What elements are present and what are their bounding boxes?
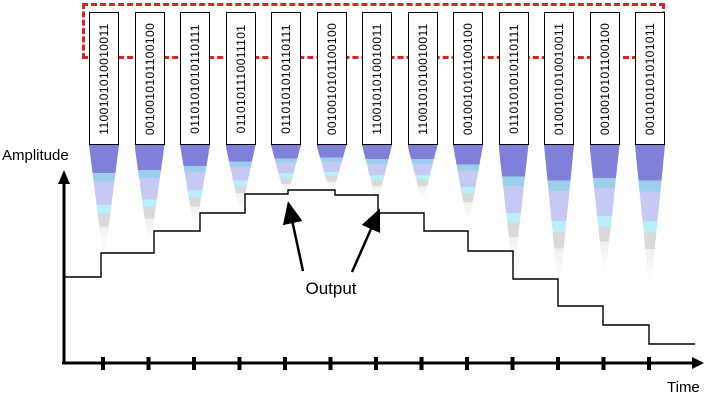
binary-code-text: 1100101010010011 xyxy=(370,22,384,135)
binary-code-box: 0010010101100100 xyxy=(134,12,165,145)
binary-code-box: 0010010101100100 xyxy=(453,12,483,145)
binary-code-text: 0110101010110111 xyxy=(506,23,521,134)
binary-code-box: 0110101010110111 xyxy=(271,12,301,145)
binary-code-text: 0010101010101011 xyxy=(643,22,657,135)
binary-code-text: 1100101010010011 xyxy=(97,22,111,135)
time-axis-ticks xyxy=(101,357,651,370)
binary-code-text: 0110101010110111 xyxy=(279,23,293,134)
binary-code-box: 0110101110011101 xyxy=(225,12,256,145)
binary-code-text: 0010010101100100 xyxy=(142,22,157,135)
amplitude-axis-label: Amplitude xyxy=(2,147,69,164)
binary-code-box: 1100101010010011 xyxy=(89,12,119,145)
binary-code-box: 0110101010110111 xyxy=(498,12,529,145)
binary-code-text: 0100101010010011 xyxy=(552,22,566,135)
axes xyxy=(58,170,704,369)
x-axis-arrowhead xyxy=(692,357,704,369)
binary-code-box: 0100101010010011 xyxy=(544,12,574,145)
binary-code-text: 0110101110011101 xyxy=(233,24,248,133)
binary-code-box: 1100101010010011 xyxy=(362,12,392,145)
y-axis-arrowhead xyxy=(58,170,70,184)
output-arrow xyxy=(350,208,381,273)
binary-code-text: 0010010101100100 xyxy=(597,22,612,135)
binary-code-box: 1100101010010011 xyxy=(407,12,438,145)
output-arrow xyxy=(282,201,305,272)
binary-code-text: 0110101010110111 xyxy=(188,23,202,134)
output-annotation-arrows xyxy=(282,201,381,273)
time-axis-label: Time xyxy=(667,379,700,396)
binary-code-box: 0110101010110111 xyxy=(180,12,210,145)
binary-code-box: 0010010101100100 xyxy=(589,12,620,145)
binary-code-box: 0010010101100100 xyxy=(316,12,347,145)
binary-code-text: 0010010101100100 xyxy=(461,22,475,135)
output-label: Output xyxy=(305,279,357,298)
binary-code-box: 0010101010101011 xyxy=(635,12,665,145)
staircase-output-waveform xyxy=(64,189,695,345)
binary-code-text: 1100101010010011 xyxy=(415,22,430,135)
binary-code-text: 0010010101100100 xyxy=(324,22,339,135)
